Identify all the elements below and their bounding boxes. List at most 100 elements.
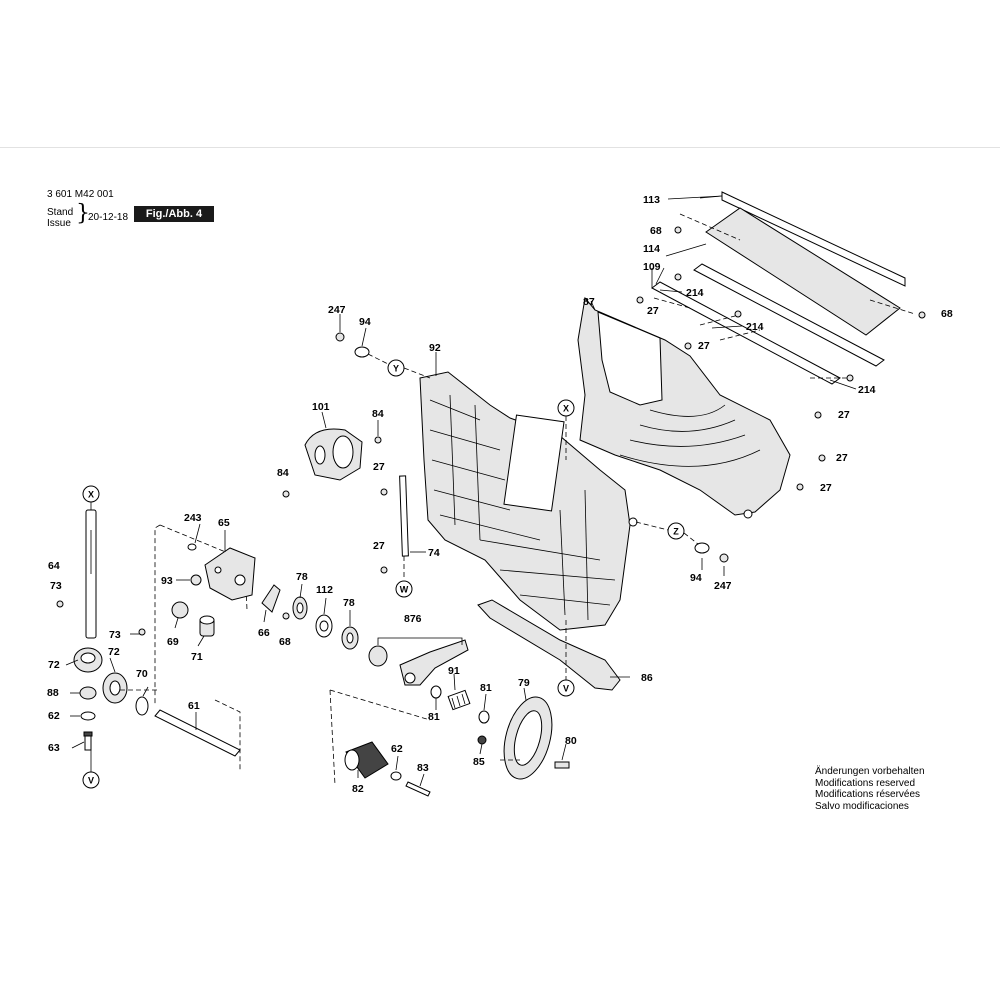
issue-label: Issue bbox=[47, 218, 71, 229]
callout-91: 91 bbox=[448, 665, 460, 677]
stand-label: Stand bbox=[47, 207, 74, 218]
small-screws bbox=[56, 226, 926, 636]
callout-27: 27 bbox=[820, 482, 832, 494]
issue-date: 20-12-18 bbox=[88, 212, 129, 223]
callout-94: 94 bbox=[690, 572, 702, 584]
frame-plate-92 bbox=[419, 371, 638, 631]
rod-74 bbox=[399, 475, 426, 580]
callout-85: 85 bbox=[473, 756, 485, 768]
ref-marker-w: W bbox=[395, 580, 413, 598]
callout-78: 78 bbox=[296, 571, 308, 583]
washer-112 bbox=[315, 614, 333, 638]
spindle-61 bbox=[154, 709, 241, 757]
callout-labels: 113 68 114 109 214 214 214 68 87 27 27 2… bbox=[47, 194, 953, 795]
callout-84: 84 bbox=[277, 467, 289, 479]
callout-27: 27 bbox=[836, 452, 848, 464]
ref-marker-v2: V bbox=[82, 750, 100, 789]
callout-64: 64 bbox=[48, 560, 60, 572]
callout-214: 214 bbox=[858, 384, 876, 396]
svg-text:X: X bbox=[563, 404, 569, 414]
callout-114: 114 bbox=[643, 243, 660, 255]
callout-84: 84 bbox=[372, 408, 384, 420]
ref-marker-x1: X bbox=[82, 485, 100, 503]
modification-notes: Änderungen vorbehalten Modifications res… bbox=[815, 766, 925, 812]
callout-74: 74 bbox=[428, 547, 440, 559]
callout-86: 86 bbox=[641, 672, 653, 684]
lever-66 bbox=[261, 584, 281, 613]
callout-214: 214 bbox=[746, 321, 764, 333]
svg-text:Z: Z bbox=[673, 527, 679, 537]
callout-83: 83 bbox=[417, 762, 429, 774]
nut-88 bbox=[79, 686, 97, 700]
blade-guard-87 bbox=[577, 296, 791, 519]
washer-62b bbox=[80, 711, 96, 721]
bevel-gear-72b bbox=[102, 672, 128, 704]
screw-83 bbox=[405, 781, 431, 797]
cover-114 bbox=[693, 207, 901, 367]
ref-marker-y: Y bbox=[367, 353, 431, 379]
callout-27: 27 bbox=[838, 409, 850, 421]
callout-79: 79 bbox=[518, 677, 530, 689]
note-french: Modifications réservées bbox=[815, 789, 921, 800]
svg-text:Y: Y bbox=[393, 364, 399, 374]
bracket-65 bbox=[204, 547, 256, 601]
washer-81a bbox=[430, 685, 442, 699]
callout-113: 113 bbox=[643, 194, 660, 206]
ref-marker-v1: V bbox=[557, 620, 575, 697]
callout-101: 101 bbox=[312, 401, 330, 413]
callout-27: 27 bbox=[647, 305, 659, 317]
callout-27: 27 bbox=[698, 340, 710, 352]
callout-27: 27 bbox=[373, 461, 385, 473]
bar-109 bbox=[651, 267, 841, 385]
note-english: Modifications reserved bbox=[815, 777, 916, 789]
washer-81b bbox=[478, 710, 490, 724]
callout-62: 62 bbox=[391, 743, 403, 755]
callout-71: 71 bbox=[191, 651, 203, 663]
grip-82 bbox=[344, 741, 389, 779]
callout-82: 82 bbox=[352, 783, 364, 795]
callout-243: 243 bbox=[184, 512, 202, 524]
callout-65: 65 bbox=[218, 517, 230, 529]
callout-88: 88 bbox=[47, 687, 59, 699]
handle-assembly-876 bbox=[368, 637, 469, 686]
callout-876: 876 bbox=[404, 613, 422, 625]
callout-93: 93 bbox=[161, 575, 173, 587]
callout-68: 68 bbox=[650, 225, 662, 237]
spring-91 bbox=[447, 689, 471, 711]
callout-78: 78 bbox=[343, 597, 355, 609]
callout-27: 27 bbox=[373, 540, 385, 552]
callout-72: 72 bbox=[108, 646, 120, 658]
callout-94: 94 bbox=[359, 316, 371, 328]
callout-214: 214 bbox=[686, 287, 704, 299]
knob-71 bbox=[199, 615, 215, 637]
callout-247: 247 bbox=[714, 580, 732, 592]
svg-text:X: X bbox=[88, 490, 94, 500]
handwheel-79 bbox=[503, 696, 553, 780]
callout-68: 68 bbox=[279, 636, 291, 648]
callout-73: 73 bbox=[50, 580, 62, 592]
callout-109: 109 bbox=[643, 261, 661, 273]
washer-78b bbox=[341, 626, 359, 650]
callout-92: 92 bbox=[429, 342, 441, 354]
model-number: 3 601 M42 001 bbox=[47, 189, 114, 200]
callout-80: 80 bbox=[565, 735, 577, 747]
callout-62: 62 bbox=[48, 710, 60, 722]
bracket-101 bbox=[304, 428, 363, 481]
callout-69: 69 bbox=[167, 636, 179, 648]
top-rule bbox=[0, 147, 1000, 148]
callout-73: 73 bbox=[109, 629, 121, 641]
callout-81: 81 bbox=[428, 711, 440, 723]
screw-80 bbox=[554, 761, 570, 769]
callout-61: 61 bbox=[188, 700, 200, 712]
dashed-frame-lower bbox=[329, 689, 520, 786]
ref-marker-x2: X bbox=[557, 399, 575, 460]
callout-81: 81 bbox=[480, 682, 492, 694]
dashed-lines-top bbox=[653, 213, 916, 379]
ref-marker-z: Z bbox=[635, 521, 699, 545]
screw-93 bbox=[190, 574, 202, 586]
leader-lines bbox=[65, 195, 857, 787]
knob-69 bbox=[171, 601, 189, 619]
note-spanish: Salvo modificaciones bbox=[815, 800, 909, 812]
clip-243 bbox=[187, 543, 197, 551]
reference-markers: X X Y Z W V V bbox=[82, 353, 699, 789]
